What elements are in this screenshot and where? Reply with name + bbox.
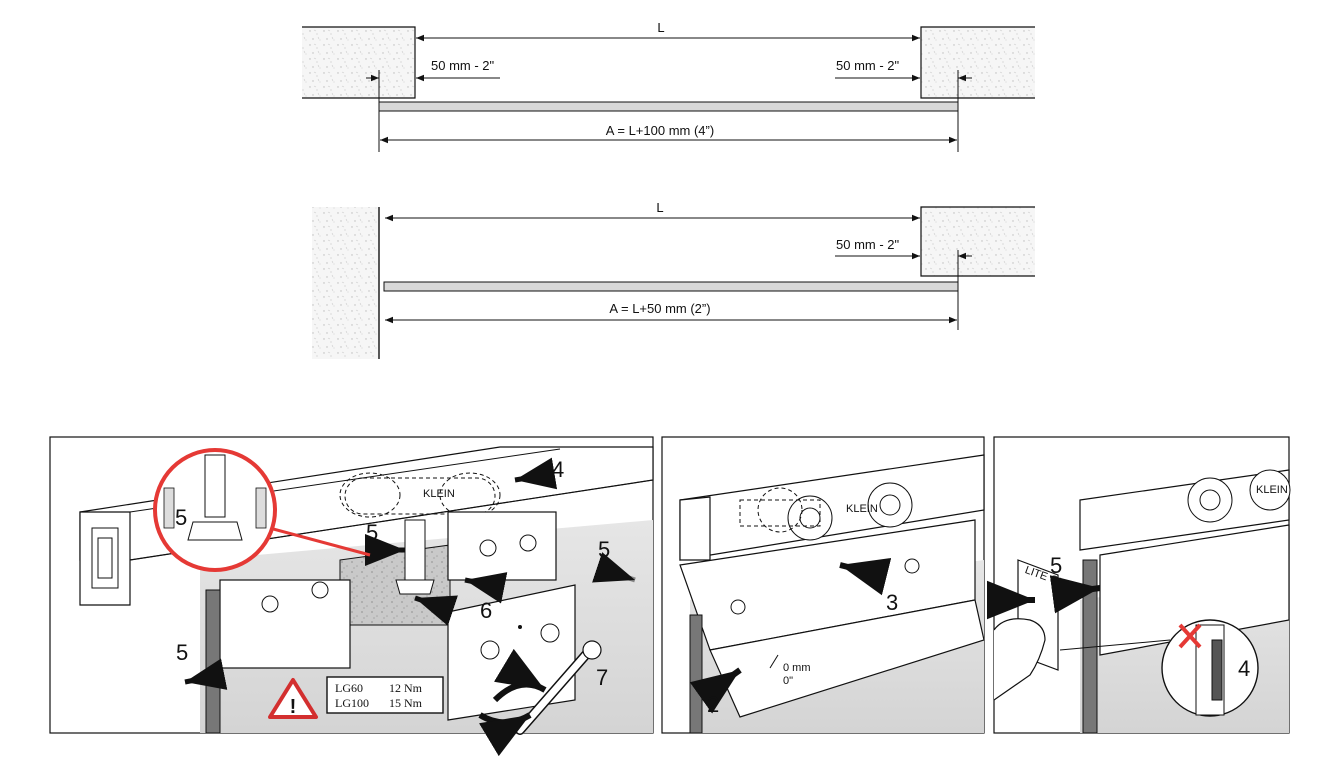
gap-mm-label: 0 mm [783, 662, 811, 674]
gap-inch-label: 0" [783, 675, 793, 687]
formula-label: A = L+50 mm (2”) [609, 301, 710, 316]
warning-icon [268, 678, 318, 719]
right-wall [921, 207, 1035, 276]
step-6: 6 [480, 598, 492, 623]
span-label: L [657, 20, 664, 35]
clamp-plate [219, 579, 351, 669]
assembly-panel-1: KLEIN 5 5 4 5 6 [49, 436, 654, 757]
step-4: 4 [552, 457, 564, 482]
rail-profile [378, 101, 959, 112]
torque-table [326, 676, 444, 714]
right-wall [921, 27, 1035, 98]
assembly-panel-3: KLEIN LITE GLASS 5 4 [987, 436, 1291, 734]
rail-profile [383, 281, 959, 292]
step-5-callout: 5 [175, 505, 187, 530]
left-wall [302, 27, 415, 98]
torque-value-2: 15 Nm [389, 696, 423, 710]
hand-illustration [993, 618, 1046, 701]
step-5-bolt: 5 [366, 520, 378, 545]
carriage-logo: KLEIN [1256, 484, 1288, 496]
svg-text:!: ! [290, 696, 297, 718]
right-overlap-label: 50 mm - 2" [836, 58, 900, 73]
carriage-logo: KLEIN [846, 503, 878, 515]
step-5: 5 [1050, 553, 1062, 578]
torque-model-1: LG60 [335, 681, 363, 695]
step-5-right: 5 [598, 537, 610, 562]
cover-profile [1099, 524, 1290, 656]
step-7: 7 [596, 665, 608, 690]
assembly-panel-2: KLEIN 3 2 0 mm 0" [661, 436, 985, 734]
step-4: 4 [1238, 656, 1250, 681]
dimension-diagram-one-wall: L 50 mm - 2" A = L+50 mm (2”) [312, 200, 1035, 359]
step-2: 2 [707, 692, 719, 717]
left-side-wall [312, 207, 379, 359]
step-5-left: 5 [176, 640, 188, 665]
span-label: L [656, 200, 663, 215]
dimension-diagram-both-walls: L 50 mm - 2" 50 mm - 2" A = L+100 mm (4”… [302, 20, 1035, 152]
carriage-logo: KLEIN [423, 488, 455, 500]
torque-model-2: LG100 [335, 696, 369, 710]
formula-label: A = L+100 mm (4”) [606, 123, 714, 138]
torque-value-1: 12 Nm [389, 681, 423, 695]
left-overlap-label: 50 mm - 2" [431, 58, 495, 73]
step-3: 3 [886, 590, 898, 615]
right-overlap-label: 50 mm - 2" [836, 237, 900, 252]
